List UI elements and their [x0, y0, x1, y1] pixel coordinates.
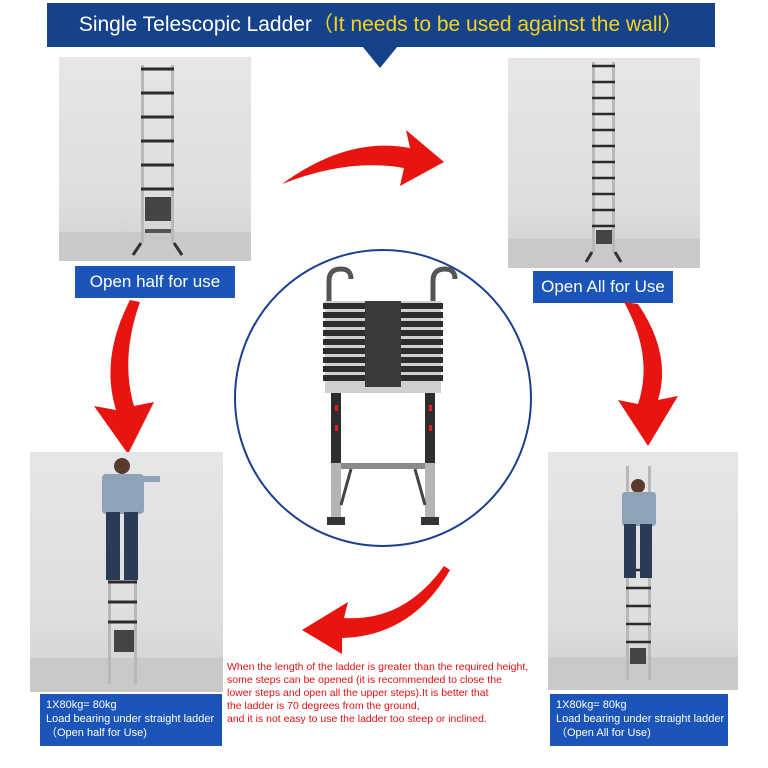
info-all-open: 1X80kg= 80kg Load bearing under straight… [550, 694, 728, 746]
person-on-ladder-image [102, 458, 160, 684]
photo-all-open [508, 58, 700, 268]
usage-note-line: the ladder is 70 degrees from the ground… [227, 700, 420, 712]
title-main: Single Telescopic Ladder [78, 13, 312, 36]
arrow-down-left-icon [94, 300, 154, 454]
usage-note-line: and it is not easy to use the ladder too… [227, 713, 487, 725]
usage-note: When the length of the ladder is greater… [227, 661, 547, 726]
page-title: Single Telescopic Ladder（It needs to be … [47, 3, 715, 47]
photo-person-all-open [548, 452, 738, 690]
ladder-all-open-image [584, 62, 623, 263]
center-circle [234, 249, 532, 547]
open-mode: （Open All for Use) [556, 727, 651, 739]
title-subtitle: （It needs to be used against the wall） [311, 13, 684, 36]
load-capacity: 1X80kg= 80kg [46, 699, 117, 711]
usage-note-line: When the length of the ladder is greater… [227, 661, 529, 673]
header-pointer [362, 46, 398, 68]
arrow-right-icon [282, 130, 444, 186]
floor [59, 232, 251, 261]
load-capacity: 1X80kg= 80kg [556, 699, 627, 711]
photo-half-open [59, 57, 251, 261]
floor [30, 658, 223, 692]
arrow-down-right-icon [618, 302, 678, 446]
person-on-ladder-image [622, 466, 656, 680]
usage-note-line: lower steps and open all the upper steps… [227, 687, 489, 699]
info-half-open: 1X80kg= 80kg Load bearing under straight… [40, 694, 222, 746]
photo-person-half-open [30, 452, 223, 692]
folded-ladder-image [323, 266, 458, 525]
load-description: Load bearing under straight ladder [556, 713, 725, 725]
usage-note-line: some steps can be opened (it is recommen… [227, 674, 502, 686]
label-open-all: Open All for Use [533, 271, 673, 303]
arrow-left-icon [302, 566, 450, 654]
load-description: Load bearing under straight ladder [46, 713, 215, 725]
label-open-half: Open half for use [75, 266, 235, 298]
ladder-half-open-image [131, 65, 184, 256]
header-banner: Single Telescopic Ladder（It needs to be … [47, 3, 715, 47]
open-mode: （Open half for Use) [46, 727, 147, 739]
